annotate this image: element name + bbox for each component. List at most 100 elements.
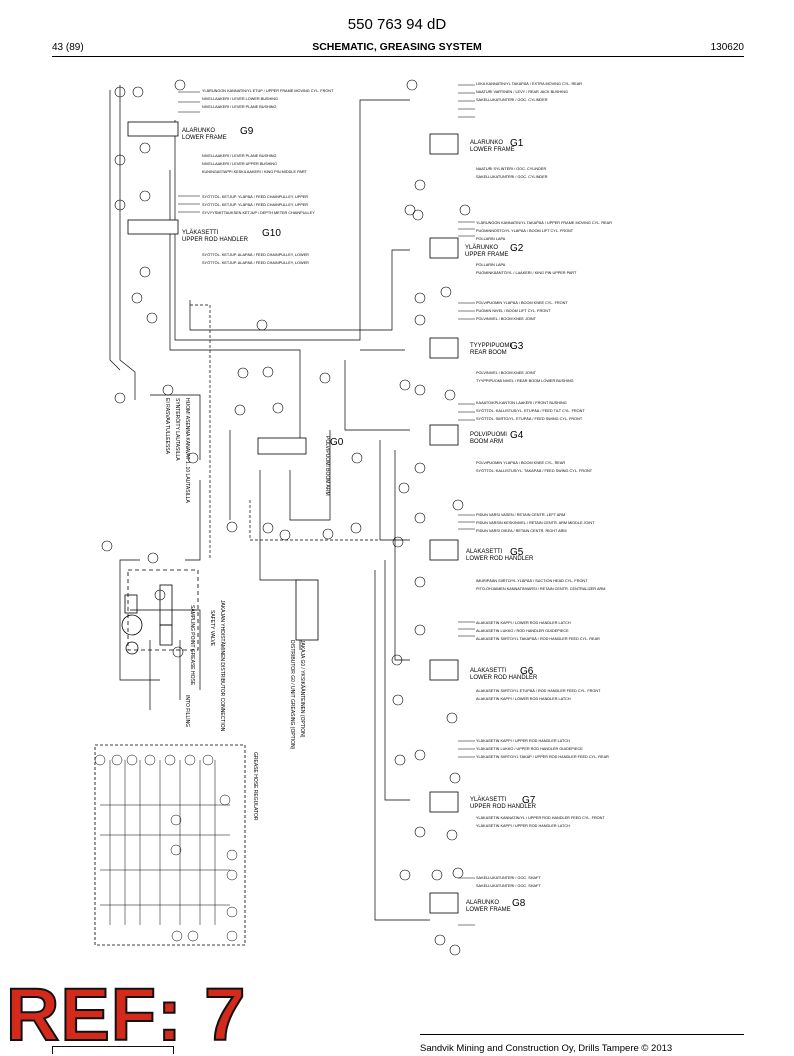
group-name-fi: POLVIPUOMI <box>470 432 507 438</box>
group-name-fi: ALAKASETTI <box>470 668 507 674</box>
lube-point-label: POLVIPUOMIN YLÄPÄÄ / BOOM KNEE CYL. REAR <box>476 461 566 465</box>
lube-point-label: SAKELLUKATUNTERI / GOC. SHAFT <box>476 884 541 888</box>
lube-point-label: TYYPPIPUOMI NIVEL / REAR BOOM LOWER BUSH… <box>476 379 574 383</box>
lube-point-label: POLVINIVEL / BOOM KNEE JOINT <box>476 371 536 375</box>
note-option2: DISTRIBUTOR G0 / UNIT GREASING (OPTION) <box>289 640 295 750</box>
lube-point-label: SYÖTTÖL. KALLISTUS/YL. ETUPÄÄ / FEED TIL… <box>476 409 585 413</box>
inset-title: GREASE HOSE REGULATOR <box>252 752 258 821</box>
lube-point-label: KUNINGASTAPPI KESKILAAKERI / KING PIN MI… <box>202 170 307 174</box>
lube-point-label: YLÄRUNGON KANNATIN/YL TAKAPÄÄ / UPPER FR… <box>476 221 612 225</box>
callout-lines <box>178 84 475 926</box>
footer-divider <box>420 1034 744 1035</box>
lube-point-label: KAAATO/KPLKANTON LAAKERI / FRONT BUSHING <box>476 401 567 405</box>
lube-point-label: YLÄKASETIN KAPPI / UPPER ROD HANDLER LAT… <box>476 739 570 743</box>
group-code: G3 <box>510 341 524 352</box>
lube-point-label: YLÄKASETIN KANNATIN/YL / UPPER ROD HANDL… <box>476 816 605 820</box>
lube-point-label: SYVYYSMITTAUKSEN KETJUP / DEPTH METER CH… <box>202 211 315 215</box>
note-note-c: EI RASVAA TULLEESSA <box>164 398 170 454</box>
distributor-blocks <box>94 121 459 946</box>
group-name-en: LOWER FRAME <box>182 135 227 141</box>
callout-markers <box>101 79 471 956</box>
group-code: G1 <box>510 138 524 149</box>
note-jakaja: JAKAJAN YHDISTÄMINEN DISTRIBUTOR CONNECT… <box>219 600 225 732</box>
lube-point-label: ALAKASETIN LUKKO / ROD HANDLER GUIDEPIEC… <box>476 629 569 633</box>
lube-point-label: NIVELLAAKERI / LEVER PLANE BUSHING <box>202 154 277 158</box>
group-name-fi: ALARUNKO <box>466 900 500 906</box>
page-number: 43 (89) <box>52 42 84 53</box>
group-code: G5 <box>510 547 524 558</box>
group-code: G2 <box>510 243 524 254</box>
lube-point-label: YLÄRUNGON KANNATIN/YL ETUP / UPPER FRAME… <box>202 89 334 93</box>
group-code: G10 <box>262 228 281 239</box>
document-date: 130620 <box>710 42 744 53</box>
lube-point-label: SYÖTTÖL. KETJUP. ALAPÄÄ / FEED CHAINPULL… <box>202 261 309 265</box>
lube-point-label: NAATURI VARTINEN / LEVY / REAR JACK BUSH… <box>476 90 568 94</box>
lube-point-label: SYÖTTÖL. KETJUP. YLÄPÄÄ / FEED CHAINPULL… <box>202 203 309 207</box>
group-name-fi: YLÄKASETTI <box>182 230 219 236</box>
lube-point-label: POLLARIN LAPA <box>476 237 506 241</box>
lube-point-label: NIVELLAAKERI / LEVER LOWER BUSHING <box>202 97 278 101</box>
lube-point-label: NIVELLAAKERI / LEVER PLANE BUSHING <box>202 105 277 109</box>
lube-point-label: SYÖTTÖL. KETJUP. ALAPÄÄ / FEED CHAINPULL… <box>202 253 309 257</box>
lube-point-label: PUOMINNOSTO/YL YLÄPÄÄ / BOOM LIFT CYL. F… <box>476 229 574 233</box>
group-name-en: UPPER FRAME <box>465 252 509 258</box>
note-filling: INTO FILLING <box>184 695 190 728</box>
note-option: JAKAJA G0 / YKSIKÄÄNTEINEN (OPTION) <box>299 640 305 738</box>
group-name-fi: ALARUNKO <box>182 128 216 134</box>
lube-point-label: ALAKASETIN SIIRTO/YL TAKAPÄÄ / ROD HANDL… <box>476 637 600 641</box>
group-name-en: UPPER ROD HANDLER <box>182 237 249 243</box>
greasing-schematic <box>94 79 475 956</box>
lube-point-label: NIVELLAAKERI / LEVER UPPER BUSHING <box>202 162 278 166</box>
group-code: G9 <box>240 126 254 137</box>
lube-point-label: ALAKASETIN KAPPI / LOWER ROD HANDLER LAT… <box>476 621 571 625</box>
group-name-en: REAR BOOM <box>470 350 507 356</box>
note-note-a: HUOM! ASENNA KANAVAT 1..10 LAUTASILLA <box>184 398 190 503</box>
lube-point-label: SYÖTTÖL. SIIRTO/YL. ETUPÄÄ / FEED SWING … <box>476 417 583 421</box>
lube-point-label: PITO-OHJAIMEN KANNATINVARSI / RETAIN CEN… <box>476 587 606 591</box>
group-code: G7 <box>522 795 536 806</box>
page-title: SCHEMATIC, GREASING SYSTEM <box>312 41 482 53</box>
lube-point-label: YLÄKASETIN KAPPI / UPPER ROD HANDLER LAT… <box>476 824 570 828</box>
footer-copyright: Sandvik Mining and Construction Oy, Dril… <box>420 1043 673 1054</box>
group-name-en: LOWER FRAME <box>470 147 515 153</box>
group-name-fi: YLÄKASETTI <box>470 797 507 803</box>
lube-point-label: PIDUN VARSIN KESKINIVEL / RETAIN CENTR. … <box>476 521 595 525</box>
note-sampling: SAMPLING POINT GREASE HOSE <box>189 605 195 686</box>
company-logo <box>52 1046 174 1054</box>
group-name-en: BOOM ARM <box>470 439 504 445</box>
group-name-fi: ALAKASETTI <box>466 549 503 555</box>
reference-stamp: REF: 7 <box>5 973 247 1056</box>
lube-point-label: PUOMINKÄÄNTÖ/YL / LAAKERI / KING PIN UPP… <box>476 271 577 275</box>
group-name-fi: YLÄRUNKO <box>465 245 499 251</box>
lube-point-label: SYÖTTÖL. KALLISTUS/YL. TAKAPÄÄ / FEED SW… <box>476 469 593 473</box>
lube-point-label: NAATURI SYLINTERI / GOC. CYLINDER <box>476 167 547 171</box>
central-en: BOOM ARM <box>324 468 330 496</box>
lube-point-label: POLVINIVEL / BOOM KNEE JOINT <box>476 317 536 321</box>
schematic-lines <box>109 85 430 921</box>
group-code: G4 <box>510 430 524 441</box>
lube-point-label: LIIKA KANNATIN/YL TAKAPÄÄ / EXTRA MOVING… <box>476 82 582 86</box>
lube-point-label: YLÄKASETIN LUKKO / UPPER ROD HANDLER GUI… <box>476 747 583 751</box>
group-name-fi: ALARUNKO <box>470 140 504 146</box>
group-name-en: LOWER ROD HANDLER <box>466 556 534 562</box>
lube-point-label: PUOMIN NIVEL / BOOM LIFT CYL. FRONT <box>476 309 551 313</box>
lube-point-label: SAKELLUKATUNTERI / GOC. CYLINDER <box>476 98 548 102</box>
group-code: G6 <box>520 666 534 677</box>
lube-point-label: POLVIPUOMIN YLÄPÄÄ / BOOM KNEE CYL. FRON… <box>476 301 568 305</box>
lube-point-label: PIDUN VARSI OIKEA / RETAIN CENTR. RIGHT … <box>476 529 567 533</box>
lube-point-label: IMURIPÄÄN SIIRTO/YL YLÄPÄÄ / SUCTION HEA… <box>476 579 588 583</box>
lube-point-label: ALAKASETIN KAPPI / LOWER ROD HANDLER LAT… <box>476 697 571 701</box>
lube-point-label: YLÄKASETIN SIIRTO/YL TAKAP / UPPER ROD H… <box>476 755 609 759</box>
group-code: G8 <box>512 898 526 909</box>
lube-point-label: SYÖTTÖL. KETJUP. YLÄPÄÄ / FEED CHAINPULL… <box>202 195 309 199</box>
header-divider <box>52 56 744 57</box>
